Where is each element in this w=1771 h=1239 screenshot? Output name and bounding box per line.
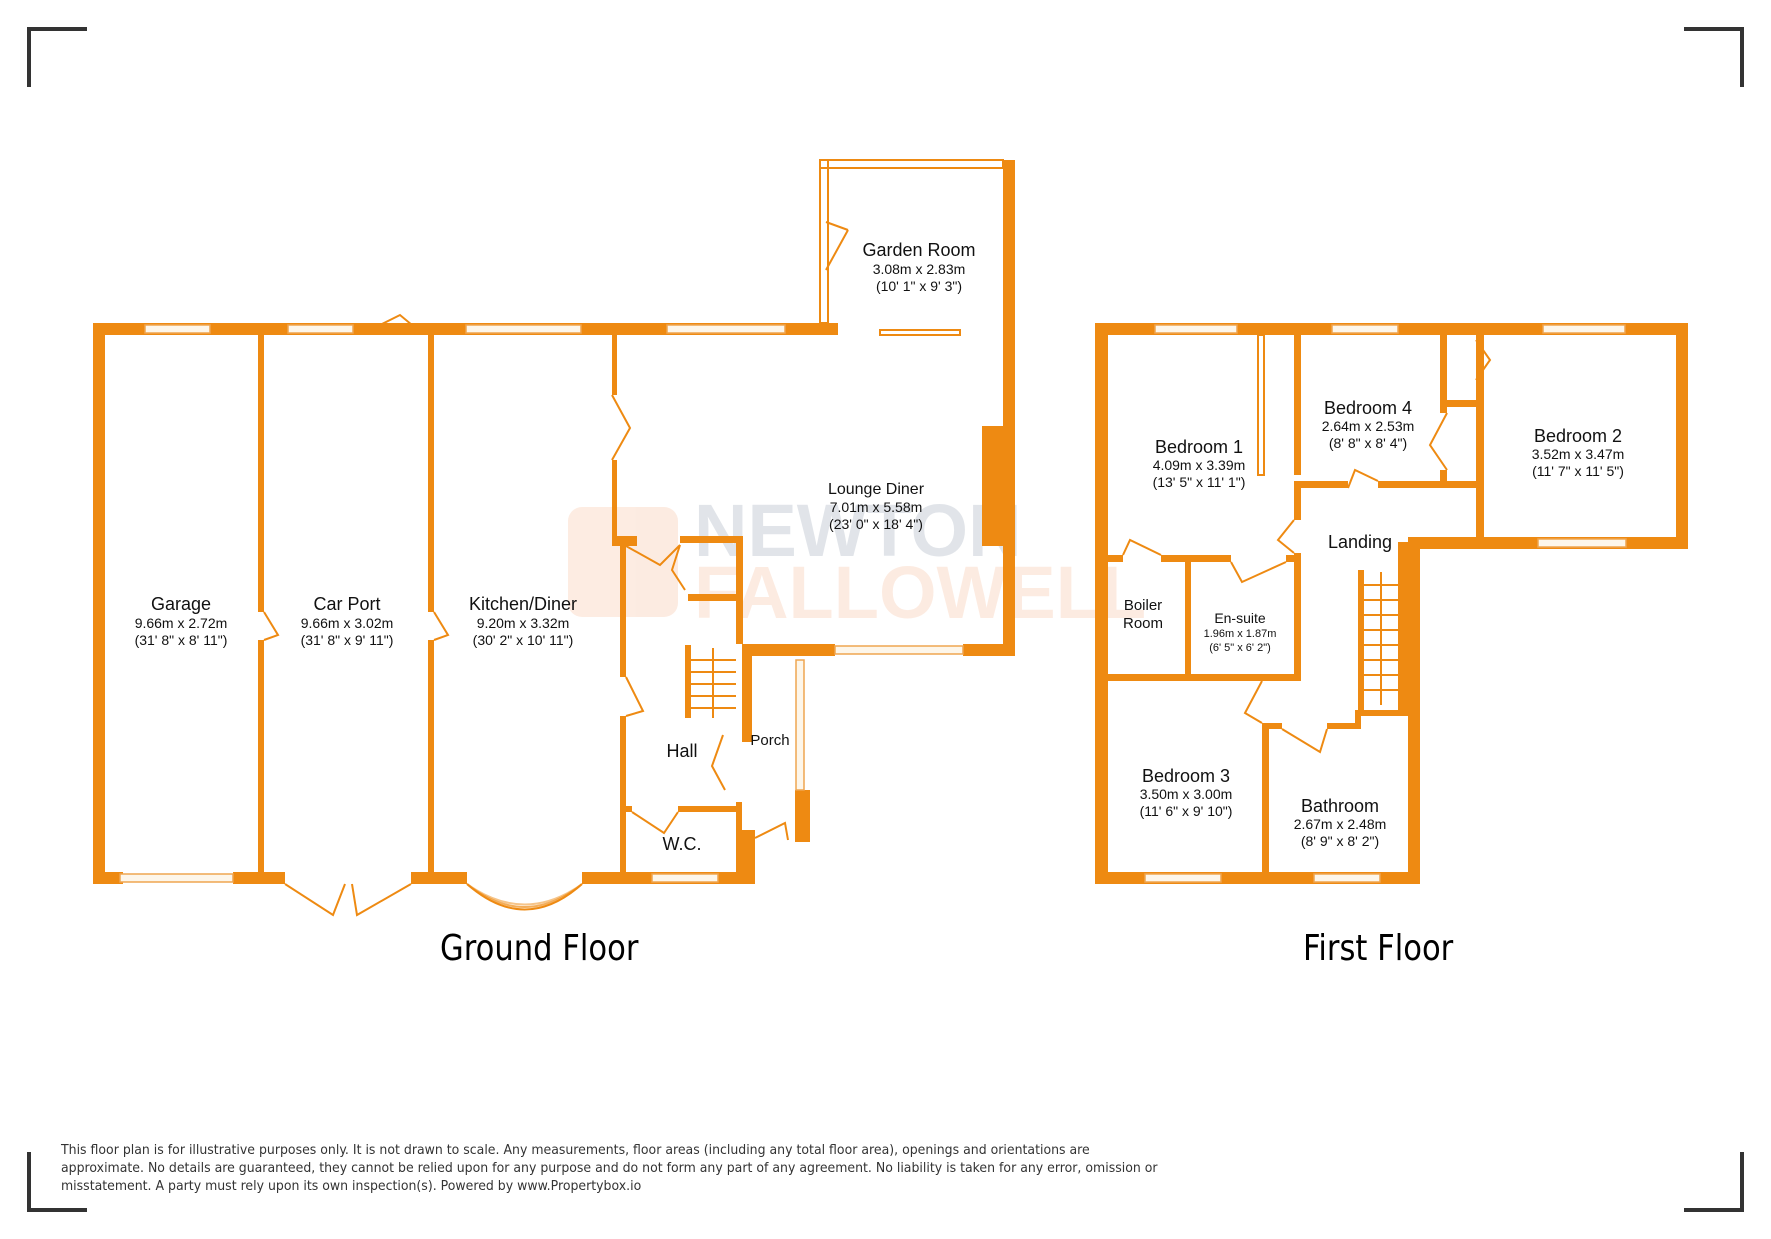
room-imperial: (13' 5" x 11' 1")	[1153, 474, 1246, 490]
room-kitchen-diner: Kitchen/Diner 9.20m x 3.32m (30' 2" x 10…	[469, 594, 577, 648]
room-metric: 9.20m x 3.32m	[477, 615, 570, 631]
room-bedroom-3: Bedroom 3 3.50m x 3.00m (11' 6" x 9' 10"…	[1140, 766, 1233, 819]
room-bedroom-1: Bedroom 1 4.09m x 3.39m (13' 5" x 11' 1"…	[1153, 437, 1246, 490]
room-metric: 9.66m x 3.02m	[301, 615, 394, 631]
room-bathroom: Bathroom 2.67m x 2.48m (8' 9" x 8' 2")	[1294, 796, 1387, 849]
room-landing: Landing	[1328, 532, 1392, 552]
room-name: Lounge Diner	[828, 481, 925, 498]
room-porch: Porch	[750, 732, 789, 749]
room-imperial: (11' 6" x 9' 10")	[1140, 803, 1233, 819]
first-floor-plan: Bedroom 1 4.09m x 3.39m (13' 5" x 11' 1"…	[1095, 323, 1688, 884]
ground-staircase	[691, 648, 736, 718]
room-name: Kitchen/Diner	[469, 594, 577, 614]
room-imperial: (31' 8" x 9' 11")	[301, 632, 394, 648]
room-bedroom-4: Bedroom 4 2.64m x 2.53m (8' 8" x 8' 4")	[1322, 398, 1415, 451]
room-wc: W.C.	[663, 834, 702, 854]
room-metric: 3.08m x 2.83m	[873, 261, 966, 277]
room-boiler-room: Boiler Room	[1123, 597, 1163, 632]
room-name-line2: Room	[1123, 615, 1163, 632]
ground-floor-plan: Garage 9.66m x 2.72m (31' 8" x 8' 11") C…	[93, 159, 1015, 917]
room-imperial: (10' 1" x 9' 3")	[876, 278, 962, 294]
room-imperial: (8' 9" x 8' 2")	[1301, 833, 1379, 849]
room-imperial: (11' 7" x 11' 5")	[1532, 463, 1624, 479]
room-name: Garage	[151, 594, 211, 614]
room-metric: 7.01m x 5.58m	[830, 499, 923, 515]
corner-mark-bottom-left	[27, 1152, 87, 1212]
corner-mark-top-left	[27, 27, 87, 87]
room-name: Bedroom 4	[1324, 398, 1412, 418]
disclaimer-text: This floor plan is for illustrative purp…	[61, 1142, 1158, 1194]
room-name-line1: Boiler	[1124, 597, 1162, 614]
room-imperial: (6' 5" x 6' 2")	[1209, 642, 1271, 654]
room-metric: 9.66m x 2.72m	[135, 615, 228, 631]
room-garden-room: Garden Room 3.08m x 2.83m (10' 1" x 9' 3…	[862, 240, 975, 294]
room-imperial: (31' 8" x 8' 11")	[135, 632, 228, 648]
room-garage: Garage 9.66m x 2.72m (31' 8" x 8' 11")	[135, 594, 228, 648]
room-name: En-suite	[1214, 610, 1266, 626]
room-car-port: Car Port 9.66m x 3.02m (31' 8" x 9' 11")	[301, 594, 394, 648]
room-metric: 2.67m x 2.48m	[1294, 816, 1387, 832]
room-metric: 3.52m x 3.47m	[1532, 446, 1625, 462]
room-bedroom-2: Bedroom 2 3.52m x 3.47m (11' 7" x 11' 5"…	[1532, 426, 1625, 479]
first-floor-label: First Floor	[1303, 928, 1454, 969]
room-name: Car Port	[313, 594, 380, 614]
room-metric: 2.64m x 2.53m	[1322, 418, 1415, 434]
room-metric: 4.09m x 3.39m	[1153, 457, 1246, 473]
room-lounge-diner: Lounge Diner 7.01m x 5.58m (23' 0" x 18'…	[828, 481, 925, 532]
room-imperial: (23' 0" x 18' 4")	[829, 516, 923, 532]
room-name: Bathroom	[1301, 796, 1379, 816]
room-name: Bedroom 3	[1142, 766, 1230, 786]
room-name: Bedroom 2	[1534, 426, 1622, 446]
room-hall: Hall	[666, 741, 697, 761]
room-name: Bedroom 1	[1155, 437, 1243, 457]
room-name: Garden Room	[862, 240, 975, 260]
room-metric: 1.96m x 1.87m	[1204, 628, 1277, 640]
room-imperial: (30' 2" x 10' 11")	[473, 632, 574, 648]
first-floor-staircase	[1364, 572, 1398, 705]
ground-floor-label: Ground Floor	[440, 928, 639, 969]
corner-mark-top-right	[1684, 27, 1744, 87]
room-en-suite: En-suite 1.96m x 1.87m (6' 5" x 6' 2")	[1204, 610, 1277, 654]
room-metric: 3.50m x 3.00m	[1140, 786, 1233, 802]
corner-mark-bottom-right	[1684, 1152, 1744, 1212]
room-imperial: (8' 8" x 8' 4")	[1329, 435, 1407, 451]
